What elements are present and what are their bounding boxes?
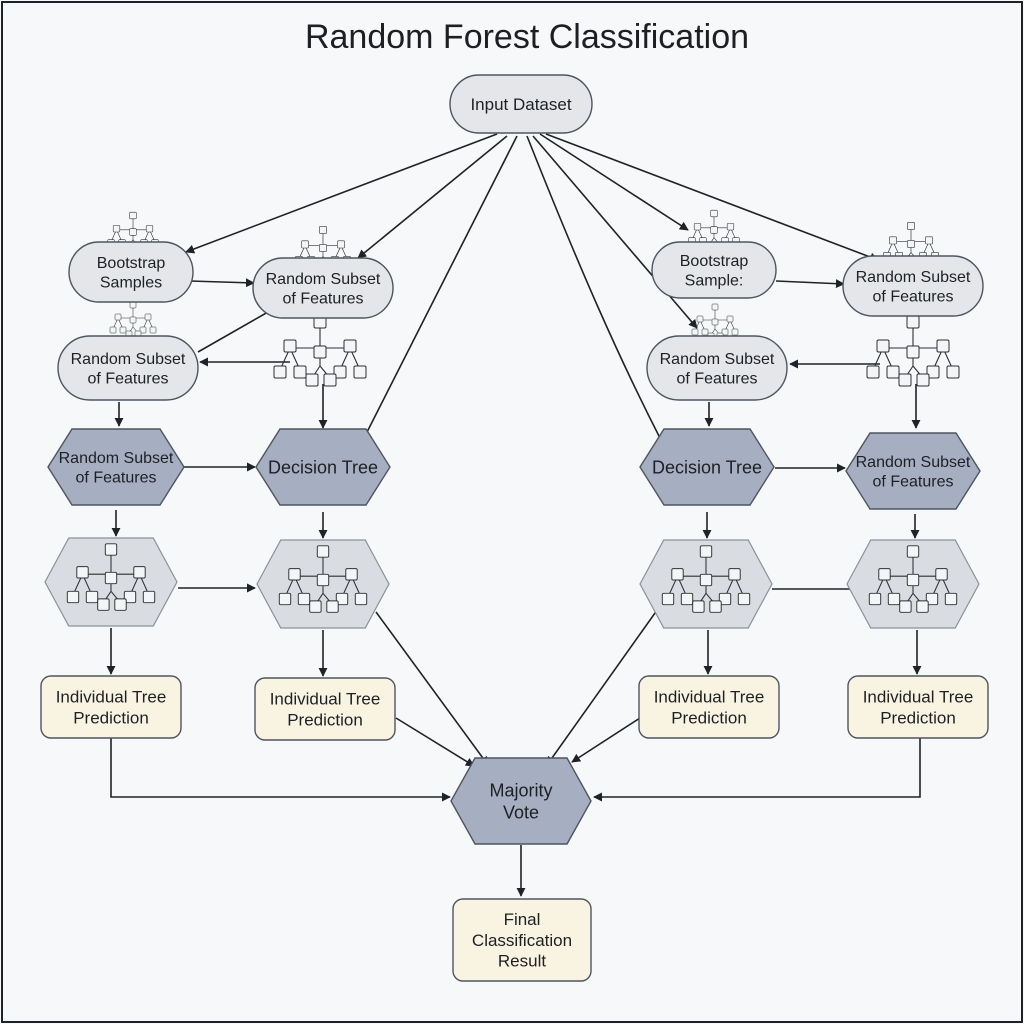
node-input: Input Dataset <box>449 74 593 134</box>
edge-input-to-bootstrap-right <box>539 133 689 231</box>
tree-hexagon-4 <box>846 539 980 629</box>
prediction-2-shape <box>254 677 396 741</box>
node-subset-top-left: Random Subset of Features <box>252 257 394 319</box>
edge-input-to-bootstrap-left <box>185 133 498 254</box>
prediction-3-label-line-1: Individual Tree <box>654 688 765 707</box>
majority-vote-label-line-1: Majority <box>489 780 552 800</box>
subset-mid-right-label-line-2: of Features <box>677 370 758 387</box>
edge-prediction-3-to-majority-vote <box>571 717 641 763</box>
prediction-2-label-line-2: Prediction <box>287 710 363 729</box>
tree-hexagon-2 <box>256 539 390 629</box>
decision-tree-2-label-line-1: Decision Tree <box>652 457 762 477</box>
prediction-1-label-line-1: Individual Tree <box>56 688 167 707</box>
prediction-2-label-line-1: Individual Tree <box>270 690 381 709</box>
input-label-line-1: Input Dataset <box>470 95 571 114</box>
subset-mid-left-shape <box>57 335 199 401</box>
subset-dark-right-shape <box>845 432 981 510</box>
prediction-1-shape <box>40 675 182 739</box>
node-subset-dark-left: Random Subset of Features <box>47 428 185 506</box>
tree-glyph-mid-left-large <box>273 315 367 387</box>
decision-tree-1-shape <box>255 428 391 506</box>
subset-mid-right-label-line-1: Random Subset <box>660 351 775 368</box>
tree-glyph-2 <box>278 545 368 613</box>
prediction-4-shape <box>847 675 989 739</box>
subset-top-left-shape <box>252 257 394 319</box>
final-result-label-line-3: Result <box>498 952 546 971</box>
bootstrap-right-label-line-2: Sample: <box>685 272 744 289</box>
subset-top-right-label-line-1: Random Subset <box>856 269 971 286</box>
tree-hexagon-3 <box>639 539 773 629</box>
subset-top-right-shape <box>842 255 984 317</box>
prediction-3-label-line-2: Prediction <box>671 708 747 727</box>
node-decision-tree-1: Decision Tree <box>255 428 391 506</box>
edge-input-to-subset-mid-right <box>532 135 698 329</box>
final-result-shape <box>452 898 592 982</box>
tree-glyph-4 <box>868 545 958 613</box>
subset-dark-left-label-line-1: Random Subset <box>59 450 174 467</box>
subset-mid-left-label-line-1: Random Subset <box>71 351 186 368</box>
tree-glyph-mid-right-small <box>691 303 739 340</box>
edge-tree-3-to-majority-vote <box>546 605 661 766</box>
decision-tree-2-shape <box>639 428 775 506</box>
tree-glyph-mid-left-small <box>109 301 157 338</box>
edge-input-to-subset-top-left <box>357 135 508 259</box>
node-decision-tree-2: Decision Tree <box>639 428 775 506</box>
subset-dark-right-label-line-1: Random Subset <box>856 454 971 471</box>
edge-prediction-2-to-majority-vote <box>395 717 475 767</box>
diagram-title: Random Forest Classification <box>305 18 749 56</box>
bootstrap-left-shape <box>68 241 194 303</box>
prediction-4-label-line-1: Individual Tree <box>863 688 974 707</box>
subset-mid-right-shape <box>646 335 788 401</box>
subset-dark-left-label-line-2: of Features <box>76 469 157 486</box>
connector-layer <box>106 133 922 897</box>
edge-tree-2-to-majority-vote <box>375 611 489 766</box>
node-subset-dark-right: Random Subset of Features <box>845 432 981 510</box>
subset-top-left-label-line-2: of Features <box>283 290 364 307</box>
node-subset-mid-right: Random Subset of Features <box>646 335 788 401</box>
majority-vote-shape <box>450 757 592 845</box>
prediction-4-label-line-2: Prediction <box>880 708 956 727</box>
edge-bootstrap-right-to-subset-top-right <box>775 279 845 289</box>
final-result-label-line-2: Classification <box>472 931 572 950</box>
tree-glyph-3 <box>661 545 751 613</box>
majority-vote-label-line-2: Vote <box>503 802 539 822</box>
edge-input-to-decision-tree-2 <box>526 135 662 441</box>
edge-input-to-subset-top-right <box>545 133 879 262</box>
prediction-3-shape <box>638 675 780 739</box>
bootstrap-right-label-line-1: Bootstrap <box>680 253 749 270</box>
decision-tree-1-label-line-1: Decision Tree <box>268 457 378 477</box>
subset-dark-right-label-line-2: of Features <box>873 473 954 490</box>
edge-bootstrap-left-to-subset-top-left <box>189 278 255 288</box>
input-shape <box>449 74 593 134</box>
tree-glyph-mid-right-large <box>866 315 960 387</box>
bootstrap-right-shape <box>651 241 777 299</box>
subset-mid-left-label-line-2: of Features <box>88 370 169 387</box>
prediction-1-label-line-2: Prediction <box>73 708 149 727</box>
subset-dark-left-shape <box>47 428 185 506</box>
subset-top-left-label-line-1: Random Subset <box>266 271 381 288</box>
bootstrap-left-label-line-2: Samples <box>100 274 162 291</box>
edge-input-to-decision-tree-1 <box>362 135 518 441</box>
node-subset-top-right: Random Subset of Features <box>842 255 984 317</box>
node-subset-mid-left: Random Subset of Features <box>57 335 199 401</box>
subset-top-right-label-line-2: of Features <box>873 288 954 305</box>
tree-hexagon-1 <box>44 537 178 627</box>
edge-prediction-1-to-majority-vote <box>110 738 451 802</box>
final-result-label-line-1: Final <box>504 910 541 929</box>
bootstrap-left-label-line-1: Bootstrap <box>97 255 166 272</box>
edge-prediction-4-to-majority-vote <box>593 738 921 802</box>
edge-subset-top-left-to-subset-mid-left <box>197 311 269 353</box>
tree-glyph-1 <box>66 543 156 611</box>
